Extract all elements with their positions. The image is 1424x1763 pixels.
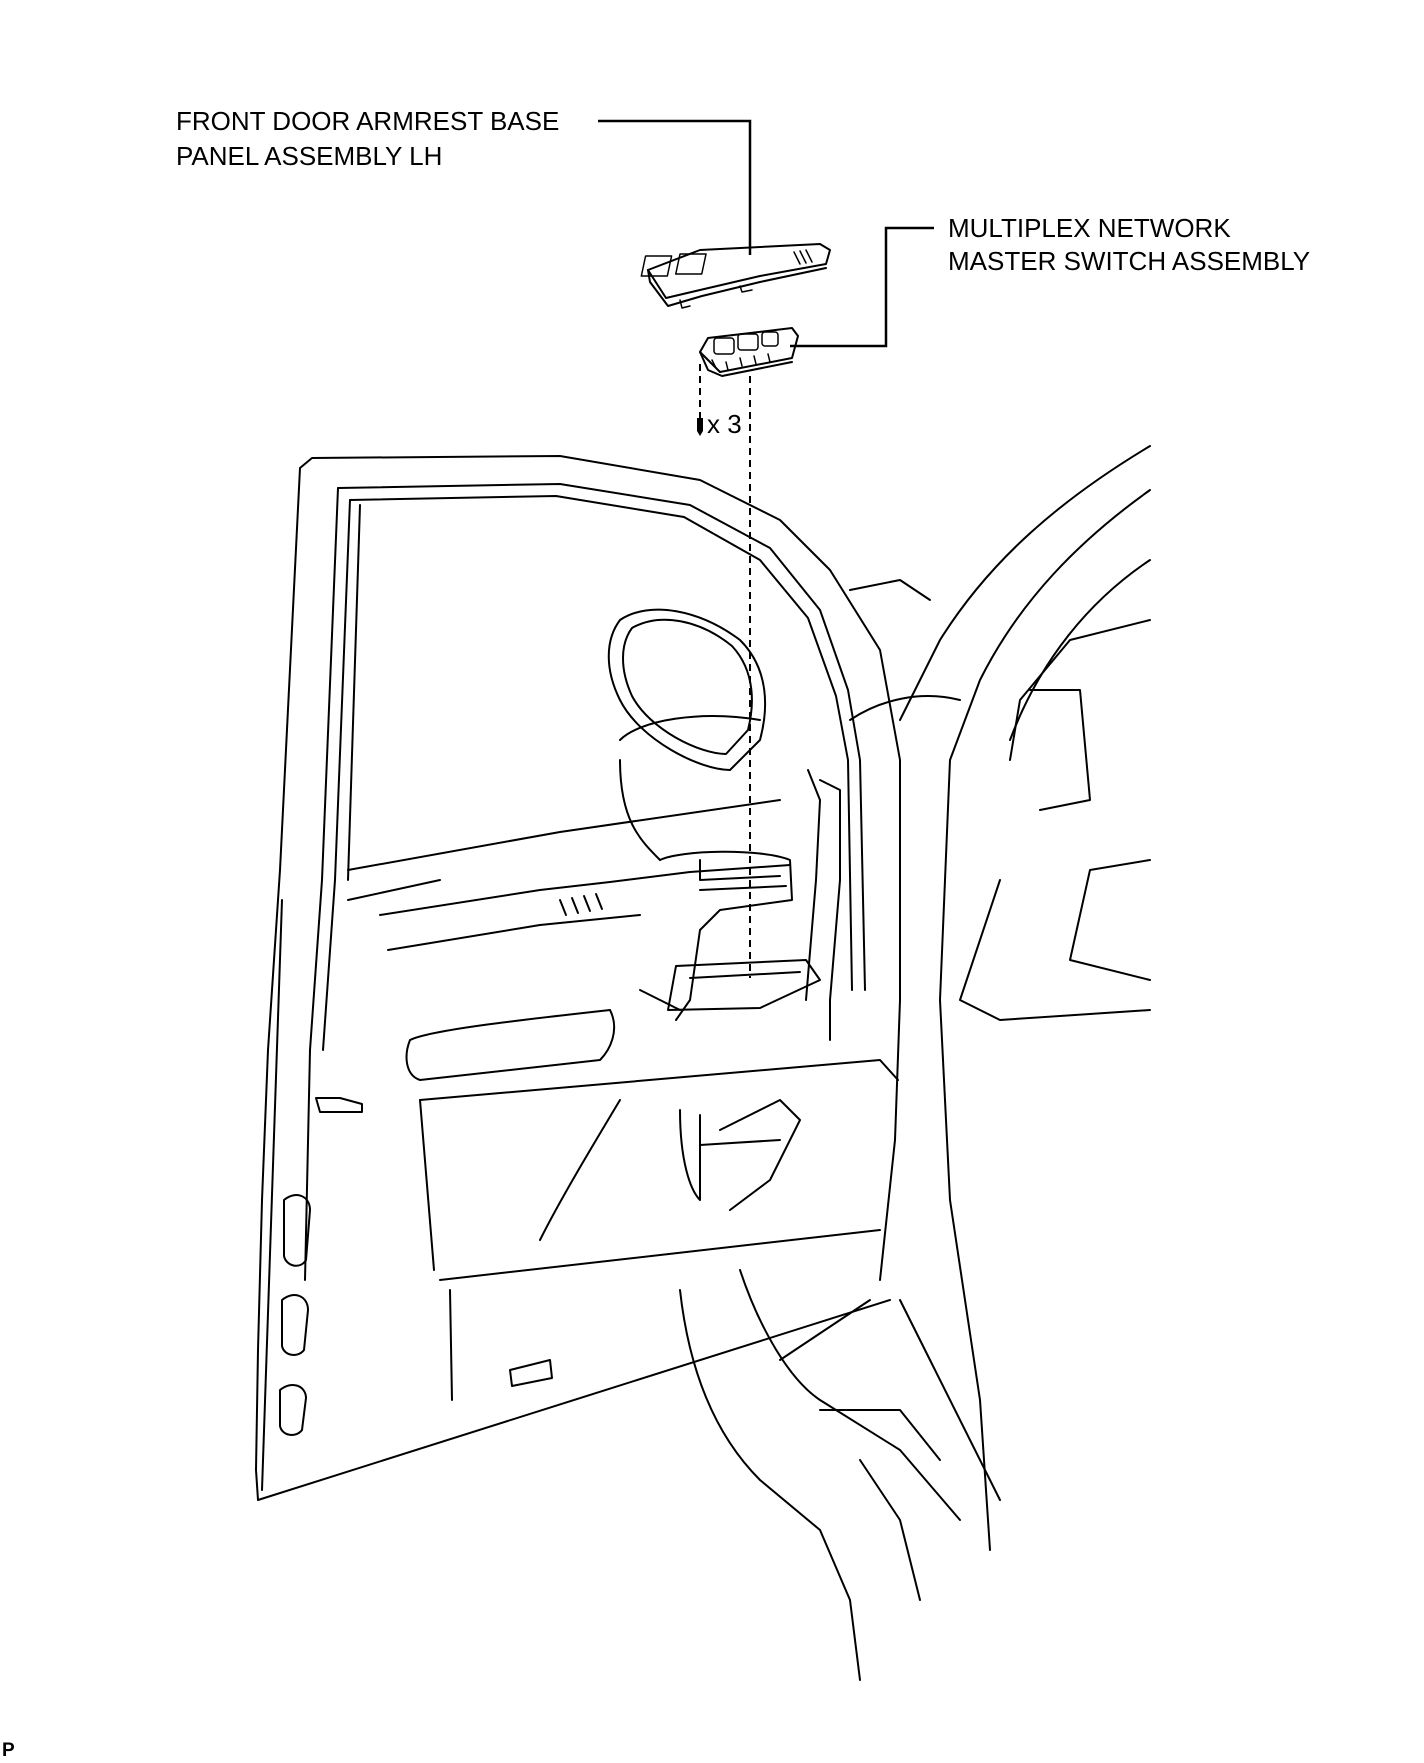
master-switch-label-line1: MULTIPLEX NETWORK bbox=[948, 213, 1231, 243]
screw-icon bbox=[697, 418, 703, 436]
fastener-callout: x 3 bbox=[697, 364, 751, 978]
armrest-base-panel bbox=[640, 243, 831, 309]
armrest-panel-label-line2: PANEL ASSEMBLY LH bbox=[176, 141, 442, 171]
armrest-panel-leader-line bbox=[598, 119, 752, 255]
master-switch-body bbox=[699, 327, 799, 377]
master-switch-label-line2: MASTER SWITCH ASSEMBLY bbox=[948, 246, 1310, 276]
diagram-code: P bbox=[2, 1740, 15, 1761]
master-switch-leader-line bbox=[790, 226, 934, 348]
armrest-panel-label-line1: FRONT DOOR ARMREST BASE bbox=[176, 106, 559, 136]
armrest-panel-callout: FRONT DOOR ARMREST BASE PANEL ASSEMBLY L… bbox=[176, 106, 752, 255]
door-line-art bbox=[255, 445, 1151, 1681]
screw-count-text: x 3 bbox=[707, 409, 742, 439]
master-switch-callout: MULTIPLEX NETWORK MASTER SWITCH ASSEMBLY bbox=[790, 213, 1310, 348]
